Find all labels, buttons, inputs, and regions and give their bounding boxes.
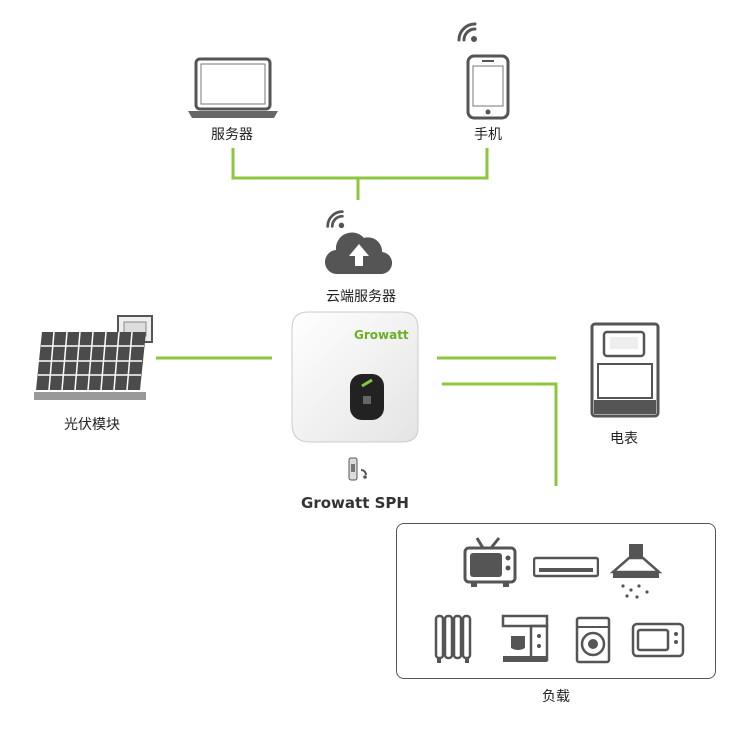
load-box (396, 523, 716, 679)
phone-node (466, 54, 510, 124)
cloud-upload-icon (324, 232, 393, 275)
sensor-node (344, 456, 370, 486)
washing-machine-icon (575, 616, 611, 664)
smartphone-icon (466, 54, 510, 120)
laptop-icon (188, 57, 278, 118)
inverter-node (290, 310, 420, 448)
radiator-icon (434, 614, 472, 663)
inverter-icon (291, 311, 419, 443)
coffee-machine-icon (501, 614, 549, 662)
cloud-label: 云端服务器 (326, 289, 396, 305)
electric-meter-icon (590, 322, 660, 418)
meter-label: 电表 (610, 431, 638, 447)
inverter-label: Growatt SPH (301, 494, 409, 512)
link-server-phone (231, 148, 489, 180)
range-hood-icon (609, 544, 663, 599)
wifi-icon (326, 210, 345, 229)
wifi-phone (455, 20, 479, 48)
wifi-icon (457, 22, 477, 42)
ct-sensor-icon (348, 457, 367, 481)
server-node (186, 56, 280, 122)
microwave-icon (631, 622, 685, 658)
phone-label: 手机 (474, 127, 502, 143)
air-conditioner-icon (533, 556, 599, 578)
tv-icon (463, 537, 517, 587)
pv-label: 光伏模块 (64, 417, 120, 433)
load-label: 负载 (542, 689, 570, 705)
link-inverter-load (442, 382, 558, 486)
cloud-node (324, 228, 394, 280)
wifi-cloud (324, 208, 346, 234)
pv-node (34, 312, 158, 408)
solar-panel-icon (34, 315, 153, 400)
inverter-brand: Growatt (354, 328, 409, 342)
server-label: 服务器 (211, 127, 253, 143)
meter-node (590, 322, 660, 422)
